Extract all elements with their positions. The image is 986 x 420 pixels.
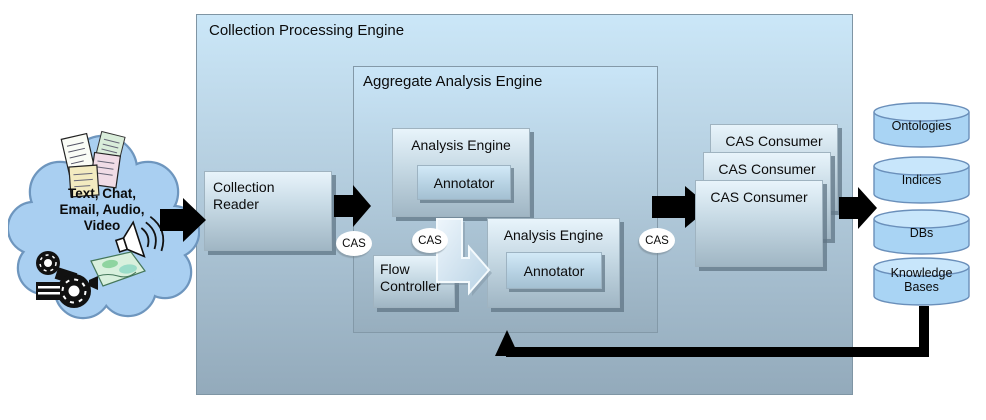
annotator-2-box: Annotator — [506, 252, 602, 289]
aggregate-title: Aggregate Analysis Engine — [363, 73, 543, 90]
collection-reader-label: Collection Reader — [213, 179, 275, 212]
cas-consumer-1-label: CAS Consumer — [710, 189, 808, 205]
cas-oval-3-label: CAS — [645, 234, 669, 247]
analysis-engine-2-label: Analysis Engine — [503, 227, 604, 243]
cylinder-shape — [873, 102, 970, 148]
datastore-cylinder-indices: Indices — [873, 156, 970, 205]
collection-reader-box: Collection Reader — [204, 171, 332, 251]
flow-controller-box: Flow Controller — [373, 255, 455, 308]
cas-consumer-2-label: CAS Consumer — [718, 161, 816, 177]
datastore-cylinder-ontologies: Ontologies — [873, 102, 970, 149]
cloud-label: Text, Chat, Email, Audio, Video — [59, 186, 145, 233]
cylinder-shape — [873, 257, 970, 306]
annotator-2-label: Annotator — [523, 262, 585, 279]
cpe-title: Collection Processing Engine — [209, 22, 405, 39]
analysis-engine-1-label: Analysis Engine — [411, 137, 511, 153]
cas-oval-2: CAS — [412, 228, 448, 253]
annotator-1-box: Annotator — [417, 165, 511, 200]
cas-consumer-3-label: CAS Consumer — [725, 133, 823, 149]
annotator-1-label: Annotator — [433, 174, 495, 191]
cylinder-shape — [873, 209, 970, 255]
datastore-cylinder-knowledge-bases: Knowledge Bases — [873, 257, 970, 307]
cas-oval-3: CAS — [639, 228, 675, 253]
cas-oval-2-label: CAS — [418, 234, 442, 247]
datastore-label-ontologies: Ontologies — [891, 119, 952, 133]
datastore-label-indices: Indices — [901, 173, 942, 187]
documents-icon — [60, 130, 126, 198]
cas-consumer-box-1: CAS Consumer — [695, 180, 823, 267]
film-projector-icon — [36, 251, 98, 308]
speaker-icon — [114, 215, 165, 258]
cas-oval-1: CAS — [336, 231, 372, 256]
datastore-label-dbs: DBs — [909, 226, 934, 240]
map-photo-icon — [90, 251, 146, 287]
cylinder-shape — [873, 156, 970, 204]
datastore-cylinder-dbs: DBs — [873, 209, 970, 256]
cas-oval-1-label: CAS — [342, 237, 366, 250]
flow-controller-label: Flow Controller — [380, 261, 441, 294]
datastore-label-knowledge-bases: Knowledge Bases — [890, 266, 953, 294]
